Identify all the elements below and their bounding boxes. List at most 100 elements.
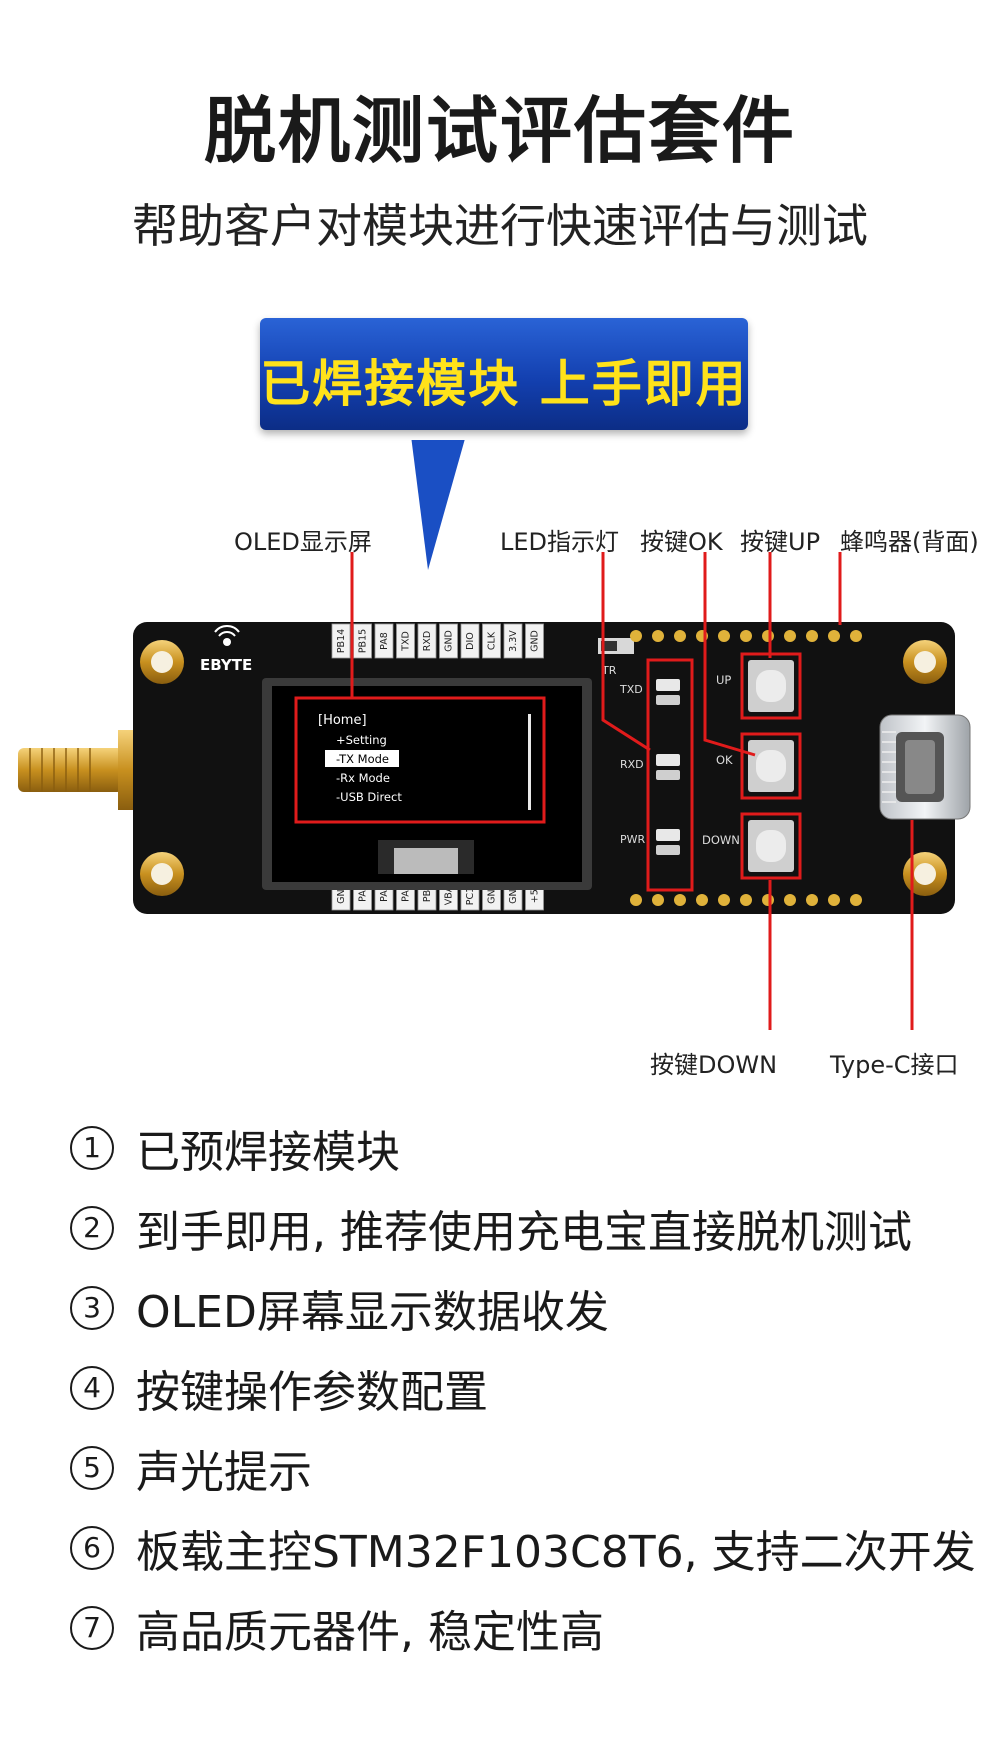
button-cap	[756, 670, 786, 702]
callout-lines	[350, 552, 914, 1030]
oled-highlight-box	[294, 696, 546, 824]
button-cap	[756, 750, 786, 782]
feature-text: OLED屏幕显示数据收发	[136, 1287, 609, 1338]
feature-item: 5 声光提示	[70, 1428, 976, 1508]
pin-label: PA1	[379, 884, 390, 902]
pin-label: GND	[530, 630, 541, 652]
pin-dio	[460, 623, 480, 659]
oled-menu-item: -USB Direct	[336, 790, 402, 804]
led-indicator	[656, 754, 680, 766]
feature-number: 3	[70, 1286, 114, 1330]
feature-number: 1	[70, 1126, 114, 1170]
feature-item: 4 按键操作参数配置	[70, 1348, 976, 1428]
callout-key-ok: 按键OK	[640, 528, 723, 556]
led-label: TXD	[619, 683, 643, 696]
pad	[630, 894, 642, 906]
pin-label: PA0	[401, 884, 412, 902]
led-group: TXD RXD PWR	[619, 658, 694, 892]
feature-list: 1 已预焊接模块 2 到手即用, 推荐使用充电宝直接脱机测试 3 OLED屏幕显…	[70, 1108, 976, 1668]
svg-text:TR: TR	[601, 664, 617, 677]
pin-label: 3.3V	[508, 630, 519, 652]
pad	[806, 894, 818, 906]
pad	[784, 894, 796, 906]
feature-text: 声光提示	[136, 1447, 312, 1498]
pin-label: GND	[444, 630, 455, 652]
feature-text: 按键操作参数配置	[136, 1367, 488, 1418]
pad	[674, 630, 686, 642]
pcb-pads	[630, 630, 862, 906]
led-resistor	[656, 845, 680, 855]
pad	[674, 894, 686, 906]
button-highlight	[740, 812, 802, 880]
led-label: RXD	[620, 758, 644, 771]
feature-number: 5	[70, 1446, 114, 1490]
callout-led: LED指示灯	[500, 528, 620, 556]
pin-pb14	[331, 623, 351, 659]
pin-gnd	[439, 623, 458, 659]
oled-menu: [Home] +Setting -TX Mode -Rx Mode -USB Direc…	[318, 713, 402, 804]
pad	[652, 894, 664, 906]
led-indicator	[656, 679, 680, 691]
mounting-holes	[140, 640, 947, 896]
pin-txd	[396, 623, 415, 659]
pad	[740, 894, 752, 906]
feature-item: 7 高品质元器件, 稳定性高	[70, 1588, 976, 1668]
pin-33v	[503, 623, 523, 659]
feature-item: 1 已预焊接模块	[70, 1108, 976, 1188]
pin-label: PC13	[465, 881, 476, 905]
button-label: UP	[716, 673, 731, 687]
pad	[762, 630, 774, 642]
pin-label: GND	[508, 882, 519, 904]
pin-label: GND	[487, 882, 498, 904]
ebyte-logo: EBYTE	[200, 625, 252, 674]
banner-text: 已焊接模块 上手即用	[260, 355, 748, 413]
button-label: OK	[716, 753, 733, 767]
usb-type-c-port	[879, 714, 971, 820]
callout-oled: OLED显示屏	[234, 528, 372, 556]
oled-menu-header: [Home]	[318, 713, 367, 728]
oled-display: [Home] +Setting -TX Mode -Rx Mode -USB Direc…	[262, 678, 592, 890]
page-title: 脱机测试评估套件	[203, 89, 796, 173]
oled-menu-selection	[325, 750, 399, 767]
highlight-banner: 已焊接模块 上手即用	[260, 318, 748, 430]
oled-menu-item: -Rx Mode	[336, 771, 390, 785]
led-label: PWR	[620, 833, 646, 846]
pad	[762, 894, 774, 906]
pin-pa8	[374, 623, 394, 659]
feature-item: 3 OLED屏幕显示数据收发	[70, 1268, 976, 1348]
led-resistor	[656, 770, 680, 780]
pin-label: TXD	[401, 631, 412, 652]
pad	[828, 894, 840, 906]
led-resistor	[656, 695, 680, 705]
pin-label: VBAT	[444, 881, 455, 906]
pin-label: +5V	[530, 882, 541, 903]
page-subtitle: 帮助客户对模块进行快速评估与测试	[132, 199, 868, 253]
pad	[828, 630, 840, 642]
callout-typec: Type-C接口	[830, 1051, 959, 1079]
pad	[740, 630, 752, 642]
callout-key-up: 按键UP	[740, 528, 821, 556]
feature-item: 2 到手即用, 推荐使用充电宝直接脱机测试	[70, 1188, 976, 1268]
feature-item: 6 板载主控STM32F103C8T6, 支持二次开发	[70, 1508, 976, 1588]
pin-label: PB15	[358, 629, 369, 653]
pad	[850, 630, 862, 642]
pin-label: PA8	[379, 632, 390, 650]
oled-scrollbar	[528, 714, 531, 810]
pin-label: CLK	[487, 631, 498, 650]
pad	[784, 630, 796, 642]
banner-pointer	[411, 440, 465, 570]
oled-menu-item: -TX Mode	[336, 752, 389, 766]
callout-key-down: 按键DOWN	[650, 1051, 778, 1079]
pin-label: RXD	[422, 631, 433, 651]
feature-text: 已预焊接模块	[136, 1127, 400, 1178]
feature-number: 2	[70, 1206, 114, 1250]
pad	[652, 630, 664, 642]
feature-text: 高品质元器件, 稳定性高	[136, 1607, 604, 1658]
pin-rxd	[417, 623, 437, 659]
pad	[806, 630, 818, 642]
oled-menu-item: +Setting	[336, 733, 387, 747]
pin-gnd	[525, 623, 544, 659]
